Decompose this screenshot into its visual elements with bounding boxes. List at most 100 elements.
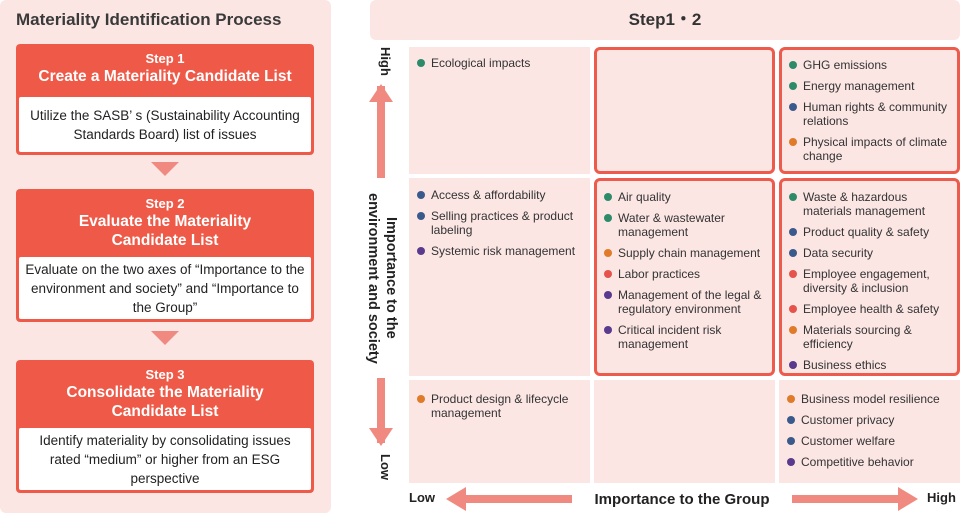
step-2-label: Step 2 [145,196,185,211]
purple-dot-icon [787,458,795,466]
issue-label: Energy management [803,79,915,93]
issue-label: Materials sourcing & efficiency [803,323,912,351]
y-axis-low: Low [378,454,393,480]
x-axis-high: High [927,490,956,505]
step-3-box: Step 3 Consolidate the Materiality Candi… [16,360,314,493]
issue-label: Systemic risk management [431,244,576,258]
issue-label: Employee health & safety [803,302,940,316]
issue-item: GHG emissions [789,58,950,72]
green-dot-icon [417,59,425,67]
issue-item: Product quality & safety [789,225,950,239]
green-dot-icon [789,82,797,90]
issue-label: Product design & lifecycle management [431,392,569,420]
issue-item: Critical incident risk management [604,323,765,351]
issue-item: Customer welfare [787,434,952,448]
x-axis-label: Importance to the Group [594,490,770,508]
red-dot-icon [789,305,797,313]
issue-item: Energy management [789,79,950,93]
issue-item: Waste & hazardous materials management [789,190,950,218]
step-1-name: Create a Materiality Candidate List [38,68,292,85]
issue-label: GHG emissions [803,58,888,72]
issue-label: Customer privacy [801,413,895,427]
issue-item: Labor practices [604,267,765,281]
issue-item: Ecological impacts [417,56,582,70]
issue-label: Management of the legal & regulatory env… [618,288,762,316]
issue-item: Systemic risk management [417,244,582,258]
blue-dot-icon [417,191,425,199]
blue-dot-icon [787,416,795,424]
issue-item: Selling practices & product labeling [417,209,582,237]
purple-dot-icon [417,247,425,255]
green-dot-icon [789,61,797,69]
issue-label: Customer welfare [801,434,896,448]
issue-label: Ecological impacts [431,56,531,70]
step-2-name: Evaluate the Materiality Candidate List [78,213,252,249]
y-axis-label: Importance to the environment and societ… [365,192,399,364]
x-axis-label-box: Importance to the Group [572,485,792,513]
issue-label: Air quality [618,190,671,204]
issue-item: Physical impacts of climate change [789,135,950,163]
step-arrow-1 [151,162,179,176]
issue-item: Competitive behavior [787,455,952,469]
issue-label: Product quality & safety [803,225,930,239]
issue-label: Critical incident risk management [618,323,722,351]
matrix-header: Step1・2 [370,0,960,40]
y-arrow-up-icon [369,84,393,102]
x-arrow-left-icon [446,487,466,511]
blue-dot-icon [787,437,795,445]
step-1-desc: Utilize the SASB’ s (Sustainability Acco… [19,97,311,152]
blue-dot-icon [789,249,797,257]
step-3-name: Consolidate the Materiality Candidate Li… [66,384,264,420]
blue-dot-icon [789,228,797,236]
issue-item: Data security [789,246,950,260]
step-3-desc: Identify materiality by consolidating is… [19,428,311,490]
issue-label: Waste & hazardous materials management [803,190,926,218]
cell-high-low: Ecological impacts [409,47,590,174]
cell-low-mid [594,380,775,483]
orange-dot-icon [604,249,612,257]
red-dot-icon [604,270,612,278]
issue-item: Customer privacy [787,413,952,427]
process-title: Materiality Identification Process [16,10,282,29]
issue-label: Data security [803,246,874,260]
issue-label: Business ethics [803,358,887,372]
y-axis-label-box: Importance to the environment and societ… [364,178,400,378]
issue-item: Management of the legal & regulatory env… [604,288,765,316]
issue-item: Business model resilience [787,392,952,406]
issue-item: Materials sourcing & efficiency [789,323,950,351]
cell-high-mid [594,47,775,174]
orange-dot-icon [789,326,797,334]
orange-dot-icon [789,138,797,146]
issue-label: Access & affordability [431,188,546,202]
matrix-header-title: Step1・2 [628,10,702,29]
issue-label: Competitive behavior [801,455,914,469]
issue-label: Labor practices [618,267,701,281]
step-1-label: Step 1 [145,51,185,66]
green-dot-icon [604,193,612,201]
issue-item: Access & affordability [417,188,582,202]
issue-item: Employee engagement, diversity & inclusi… [789,267,950,295]
purple-dot-icon [789,361,797,369]
issue-item: Supply chain management [604,246,765,260]
purple-dot-icon [604,326,612,334]
issue-label: Business model resilience [801,392,940,406]
step-2-box: Step 2 Evaluate the Materiality Candidat… [16,189,314,322]
x-arrow-right-icon [898,487,918,511]
y-axis-high: High [378,47,393,76]
green-dot-icon [604,214,612,222]
issue-label: Physical impacts of climate change [803,135,948,163]
issue-label: Employee engagement, diversity & inclusi… [803,267,930,295]
step-2-desc: Evaluate on the two axes of “Importance … [19,257,311,319]
y-arrow-down-icon [369,428,393,446]
orange-dot-icon [787,395,795,403]
issue-item: Employee health & safety [789,302,950,316]
cell-low-low: Product design & lifecycle management [409,380,590,483]
x-axis-low: Low [409,490,435,505]
step-3-label: Step 3 [145,367,185,382]
process-panel: Materiality Identification Process Step … [0,0,331,513]
